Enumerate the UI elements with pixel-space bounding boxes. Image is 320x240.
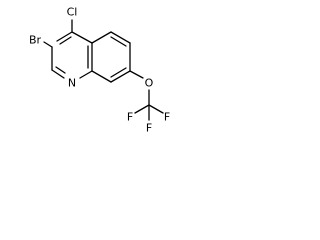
bond-layer — [43, 19, 164, 121]
bond-n1-c8a — [79, 70, 93, 79]
bond-c5-c6-double — [110, 36, 127, 47]
bond-c2-n1 — [51, 69, 65, 79]
diagram-background — [0, 0, 195, 152]
atom-label-cl: Cl — [67, 6, 78, 19]
bond-c4-c4a — [71, 31, 93, 44]
bond-c7-o — [129, 70, 144, 79]
bond-c4a-c5 — [91, 31, 112, 44]
bond-c5-c6 — [110, 31, 131, 44]
atom-label-o: O — [145, 77, 154, 90]
atom-label-n: N — [68, 77, 76, 90]
atom-label-f3: F — [146, 122, 152, 135]
bond-c3-br — [43, 41, 53, 48]
bond-c7-c8-double — [110, 67, 127, 78]
bond-c2-n1-double — [55, 66, 66, 74]
atom-label-br: Br — [29, 34, 42, 47]
bond-c-f2 — [148, 104, 164, 114]
atom-label-f1: F — [127, 111, 133, 124]
bond-c4-c3 — [56, 31, 73, 42]
bond-c8-c8a — [91, 70, 112, 83]
bond-c4-c3-double — [59, 36, 72, 45]
chemical-structure-diagram: Cl Br N O F F F — [0, 0, 195, 152]
atom-label-layer: Cl Br N O F F F — [29, 6, 170, 135]
atom-label-f2: F — [164, 111, 170, 124]
bond-c7-c8 — [110, 70, 131, 83]
bond-c-f1 — [134, 104, 150, 114]
